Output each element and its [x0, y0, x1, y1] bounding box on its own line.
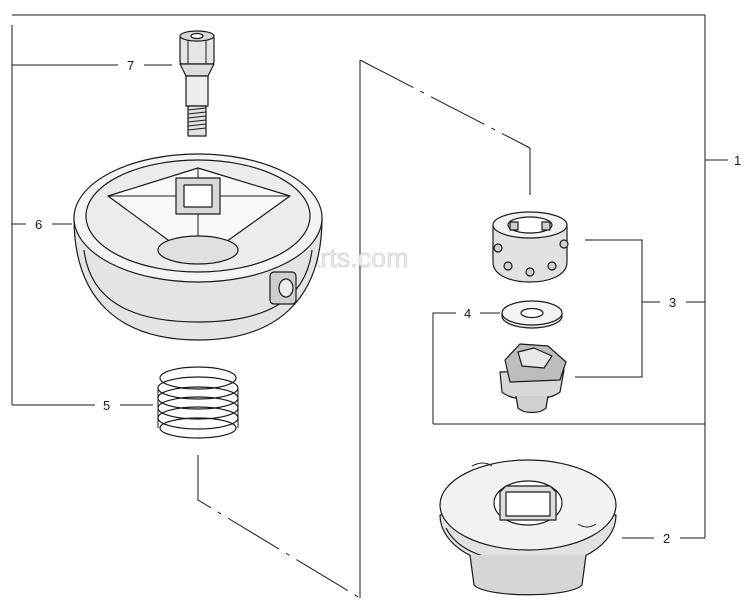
part-2-spool-base: [439, 459, 617, 596]
part-5-spring: [157, 366, 239, 439]
callout-3: 3: [669, 295, 676, 310]
callout-5: 5: [103, 398, 110, 413]
callout-4: 4: [464, 306, 471, 321]
part-6-spool-housing: [73, 153, 323, 341]
part-7-bolt: [179, 30, 215, 137]
part-3-bump-knob: [499, 343, 567, 414]
callout-6: 6: [35, 217, 42, 232]
leader-lines: [11, 14, 728, 599]
part-4-washer: [501, 300, 563, 329]
callout-1: 1: [734, 153, 741, 168]
callout-labels: 1 2 3 4 5 6 7: [35, 58, 741, 546]
part-3-eyelet-head: [492, 211, 569, 283]
callout-2: 2: [663, 531, 670, 546]
callout-7: 7: [127, 58, 134, 73]
